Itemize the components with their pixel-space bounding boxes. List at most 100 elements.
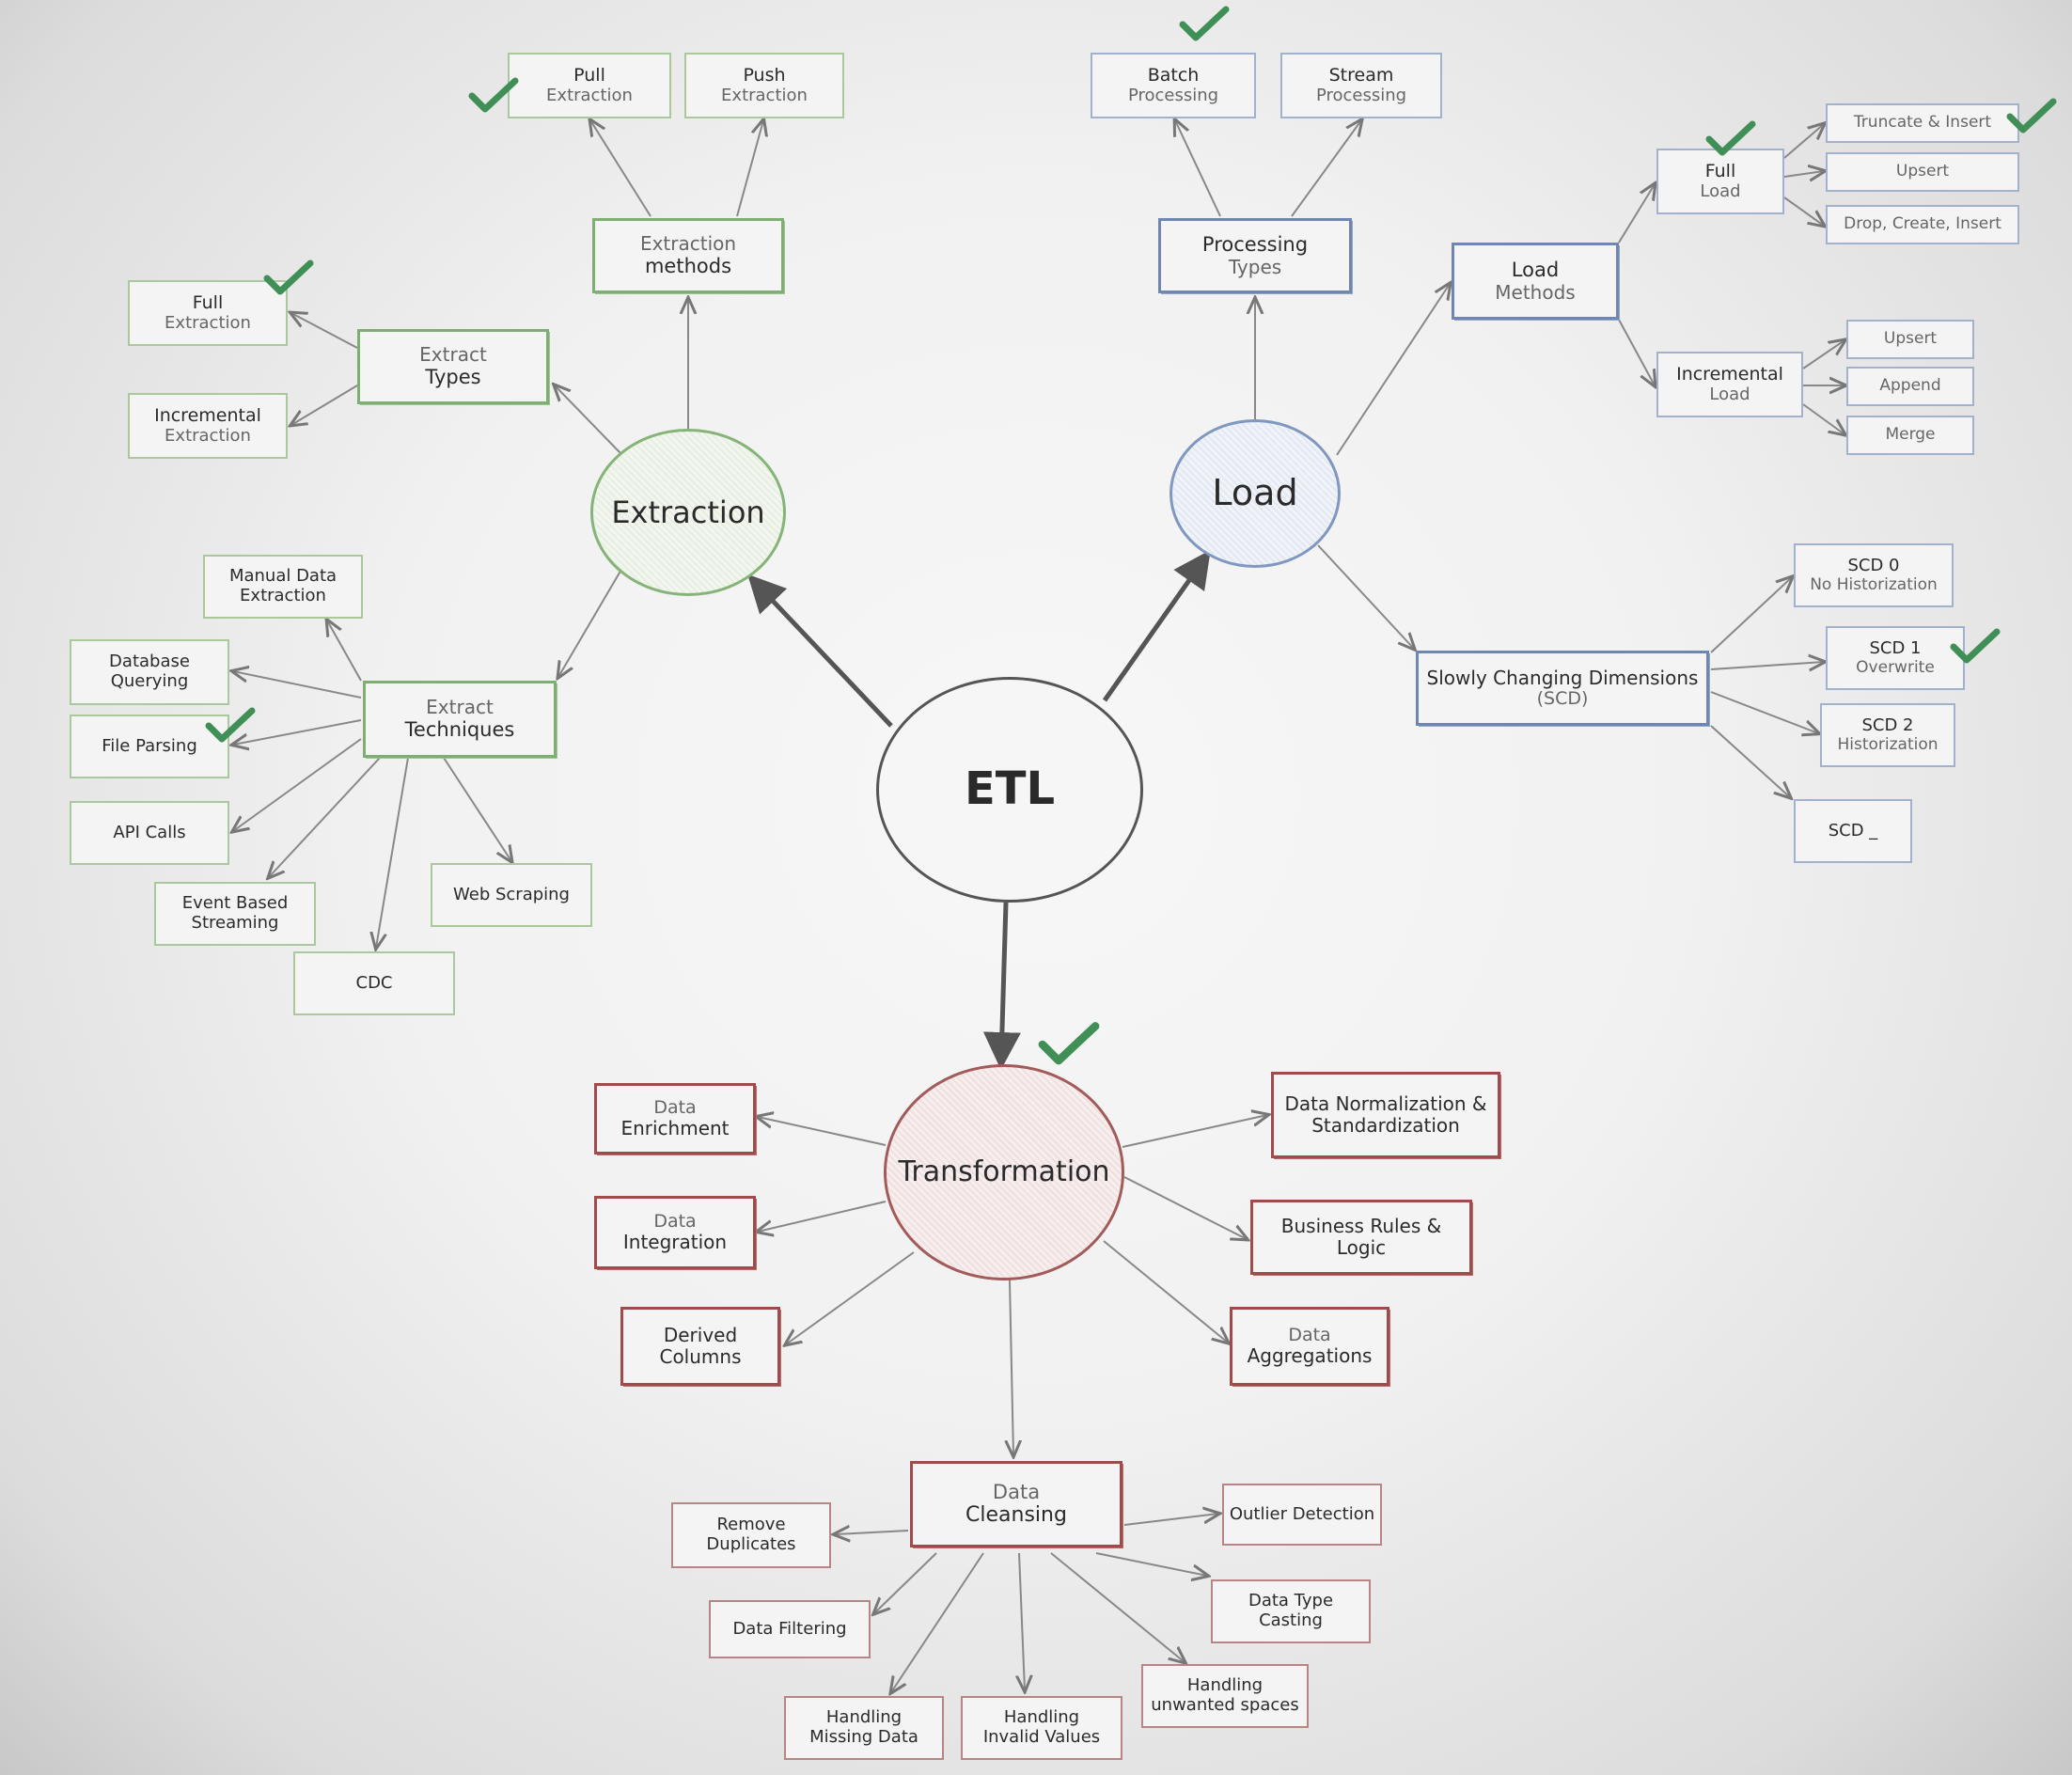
incremental-load-node: Incremental Load	[1656, 352, 1803, 417]
data-integration-node: Data Integration	[594, 1196, 756, 1269]
web-scraping-label: Web Scraping	[453, 884, 570, 904]
extraction-methods-node: Extraction methods	[592, 218, 784, 293]
data-filtering-label: Data Filtering	[732, 1618, 847, 1639]
stream-processing-l2: Processing	[1315, 85, 1407, 105]
extract-types-node: Extract Types	[357, 329, 549, 404]
data-type-casting-l1: Data Type	[1248, 1591, 1334, 1611]
processing-types-label2: Types	[1228, 255, 1282, 278]
merge-node: Merge	[1846, 416, 1974, 455]
api-calls-node: API Calls	[70, 801, 229, 865]
incremental-load-l2: Load	[1709, 384, 1750, 404]
append-node: Append	[1846, 367, 1974, 406]
full-load-l1: Full	[1704, 160, 1736, 181]
data-enrichment-node: Data Enrichment	[594, 1083, 756, 1155]
data-cleansing-node: Data Cleansing	[910, 1461, 1122, 1547]
business-rules-node: Business Rules & Logic	[1250, 1200, 1472, 1275]
etl-label: ETL	[964, 762, 1056, 816]
load-methods-label1: Load	[1511, 259, 1560, 282]
api-calls-label: API Calls	[113, 822, 186, 842]
load-methods-node: Load Methods	[1452, 243, 1619, 320]
unwanted-spaces-l1: Handling	[1186, 1675, 1264, 1696]
database-querying-l1: Database	[109, 652, 190, 672]
file-parsing-label: File Parsing	[102, 735, 197, 756]
business-rules-l2: Logic	[1336, 1236, 1387, 1259]
remove-duplicates-node: Remove Duplicates	[671, 1502, 831, 1568]
invalid-values-l1: Handling	[1003, 1707, 1080, 1728]
check-icon	[1705, 120, 1756, 156]
check-icon	[468, 77, 519, 113]
truncate-insert-label: Truncate & Insert	[1853, 113, 1992, 133]
scd-n-label: SCD _	[1828, 820, 1878, 840]
extract-techniques-node: Extract Techniques	[363, 681, 557, 758]
load-hub: Load	[1169, 419, 1341, 568]
check-icon	[1179, 6, 1230, 41]
derived-columns-node: Derived Columns	[620, 1307, 780, 1386]
truncate-insert-node: Truncate & Insert	[1826, 103, 2019, 143]
file-parsing-node: File Parsing	[70, 715, 229, 778]
full-extraction-l1: Full	[192, 291, 224, 313]
data-enrichment-l2: Enrichment	[620, 1117, 730, 1140]
full-load-l2: Load	[1700, 181, 1741, 201]
full-extraction-node: Full Extraction	[128, 280, 288, 346]
cdc-node: CDC	[293, 951, 455, 1015]
scd-node: Slowly Changing Dimensions (SCD)	[1416, 651, 1709, 726]
invalid-values-l2: Invalid Values	[982, 1727, 1101, 1747]
data-normalization-l1: Data Normalization &	[1284, 1092, 1487, 1115]
extraction-methods-label1: Extraction	[639, 232, 737, 256]
manual-data-l2: Extraction	[240, 586, 326, 605]
processing-types-label1: Processing	[1201, 233, 1309, 257]
data-cleansing-label2: Cleansing	[965, 1503, 1067, 1528]
data-integration-l1: Data	[653, 1210, 697, 1232]
scd0-l2: No Historization	[1810, 574, 1938, 594]
pull-extraction-l1: Pull	[573, 64, 605, 86]
pull-extraction-node: Pull Extraction	[508, 53, 671, 118]
batch-processing-l2: Processing	[1127, 85, 1219, 105]
stream-processing-l1: Stream	[1328, 64, 1394, 86]
incremental-extraction-node: Incremental Extraction	[128, 393, 288, 459]
scd-label2: (SCD)	[1536, 687, 1589, 709]
scd0-l1: SCD 0	[1847, 555, 1900, 575]
data-enrichment-l1: Data	[653, 1096, 697, 1118]
data-filtering-node: Data Filtering	[709, 1600, 871, 1658]
database-querying-node: Database Querying	[70, 639, 229, 705]
load-methods-label2: Methods	[1495, 280, 1576, 304]
outlier-detection-node: Outlier Detection	[1222, 1484, 1382, 1546]
remove-duplicates-l2: Duplicates	[706, 1534, 796, 1554]
batch-processing-node: Batch Processing	[1091, 53, 1256, 118]
full-upsert-label: Upsert	[1895, 162, 1950, 181]
incremental-extraction-l2: Extraction	[165, 425, 251, 446]
batch-processing-l1: Batch	[1147, 64, 1200, 86]
business-rules-l1: Business Rules &	[1280, 1215, 1442, 1237]
incremental-upsert-label: Upsert	[1883, 329, 1938, 349]
extract-techniques-label1: Extract	[426, 696, 494, 719]
etl-center-node: ETL	[876, 677, 1143, 903]
event-based-streaming-node: Event Based Streaming	[154, 882, 316, 946]
data-type-casting-l2: Casting	[1259, 1610, 1323, 1630]
check-icon	[205, 707, 256, 743]
transformation-hub: Transformation	[884, 1064, 1124, 1280]
scd2-l2: Historization	[1837, 734, 1939, 754]
remove-duplicates-l1: Remove	[716, 1515, 786, 1535]
derived-columns-l1: Derived	[663, 1324, 738, 1346]
data-aggregations-node: Data Aggregations	[1230, 1307, 1389, 1386]
append-label: Append	[1879, 376, 1941, 396]
scd1-node: SCD 1 Overwrite	[1826, 626, 1965, 690]
drop-create-insert-label: Drop, Create, Insert	[1844, 214, 2001, 234]
pull-extraction-l2: Extraction	[546, 85, 633, 105]
manual-data-extraction-node: Manual Data Extraction	[203, 555, 363, 619]
cdc-label: CDC	[355, 972, 393, 993]
drop-create-insert-node: Drop, Create, Insert	[1826, 205, 2019, 244]
extraction-hub-label: Extraction	[611, 494, 765, 530]
push-extraction-node: Push Extraction	[684, 53, 844, 118]
data-aggregations-l1: Data	[1288, 1324, 1331, 1345]
web-scraping-node: Web Scraping	[431, 863, 592, 927]
scd1-l2: Overwrite	[1856, 657, 1935, 677]
extraction-methods-label2: methods	[644, 255, 732, 278]
transformation-hub-label: Transformation	[898, 1155, 1110, 1188]
scd-n-node: SCD _	[1794, 799, 1912, 863]
derived-columns-l2: Columns	[659, 1345, 742, 1368]
scd-label1: Slowly Changing Dimensions	[1426, 666, 1699, 689]
outlier-detection-label: Outlier Detection	[1229, 1503, 1375, 1524]
load-hub-label: Load	[1212, 472, 1298, 514]
